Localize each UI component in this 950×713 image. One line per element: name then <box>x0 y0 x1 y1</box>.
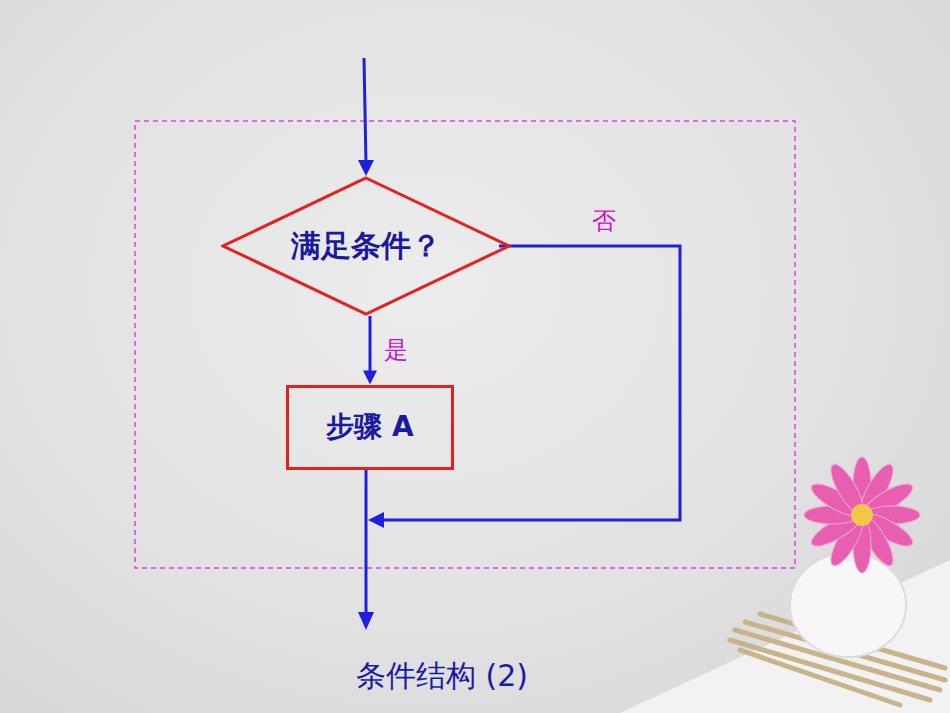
branch-label: 否 <box>592 205 616 237</box>
exit-arrow <box>358 470 374 630</box>
decision-diamond: 满足条件？ <box>221 176 511 316</box>
flow-arrow <box>363 316 377 385</box>
flower <box>804 457 920 573</box>
node-text: 满足条件？ <box>291 226 441 267</box>
node-text: 步骤 A <box>326 408 413 446</box>
caption: 条件结构 (2) <box>356 656 528 697</box>
process-box: 步骤 A <box>286 385 454 470</box>
edge-label: 是 <box>384 334 408 366</box>
vase <box>790 553 906 657</box>
dashed-frame <box>135 121 795 568</box>
entry-arrow <box>358 58 374 176</box>
